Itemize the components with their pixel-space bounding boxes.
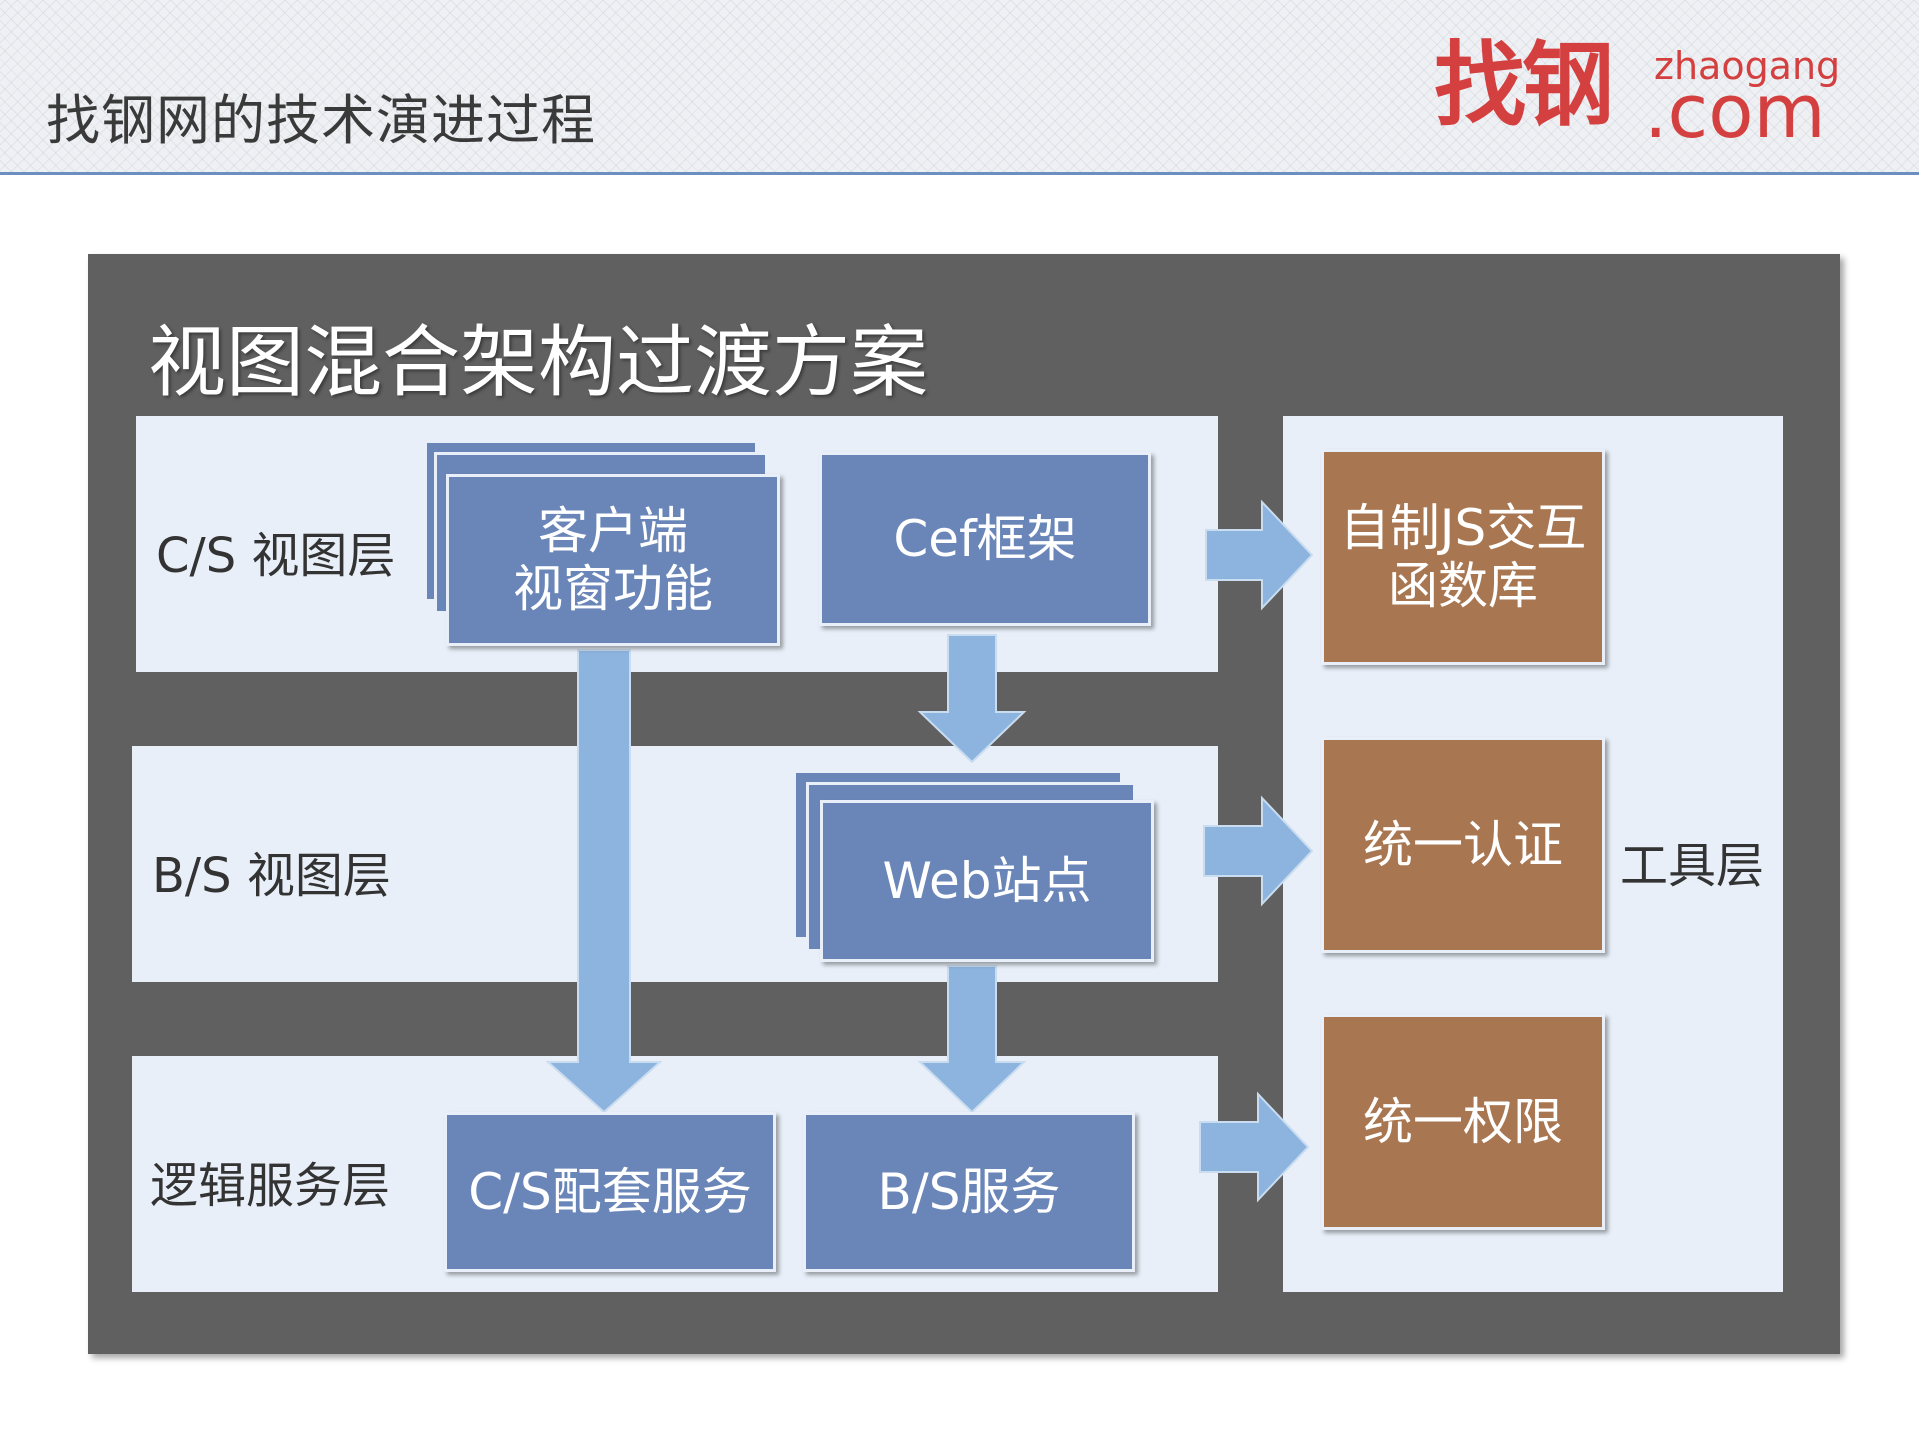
slide-header <box>0 0 1919 174</box>
client-window-box: 客户端 视窗功能 <box>446 474 780 646</box>
logo-pinyin: zhaogang <box>1654 44 1841 88</box>
js-interaction-lib-box: 自制JS交互 函数库 <box>1321 449 1605 665</box>
bs-view-layer-label: B/S 视图层 <box>152 848 391 904</box>
unified-auth-label: 统一认证 <box>1363 816 1563 874</box>
cs-view-layer-label: C/S 视图层 <box>156 528 396 584</box>
logic-layer-label: 逻辑服务层 <box>150 1158 391 1214</box>
slide-title: 找钢网的技术演进过程 <box>46 89 596 152</box>
web-site-box: Web站点 <box>820 800 1154 962</box>
js-lib-label-line2: 函数库 <box>1388 557 1538 615</box>
header-divider <box>0 172 1919 175</box>
cs-service-label: C/S配套服务 <box>468 1163 752 1221</box>
bs-service-label: B/S服务 <box>877 1163 1061 1221</box>
unified-auth-box: 统一认证 <box>1321 737 1605 953</box>
zhaogang-logo: 找钢 zhaogang .com <box>1434 32 1840 151</box>
logo-chinese: 找钢 <box>1434 32 1614 139</box>
client-window-label-line2: 视窗功能 <box>513 560 713 618</box>
unified-permission-label: 统一权限 <box>1363 1093 1563 1151</box>
unified-permission-box: 统一权限 <box>1321 1014 1605 1230</box>
cs-service-box: C/S配套服务 <box>444 1112 776 1272</box>
js-lib-label-line1: 自制JS交互 <box>1339 499 1587 557</box>
bs-service-box: B/S服务 <box>803 1112 1135 1272</box>
client-window-label-line1: 客户端 <box>538 502 688 560</box>
cef-framework-box: Cef框架 <box>819 452 1151 626</box>
cef-framework-label: Cef框架 <box>893 510 1077 568</box>
web-site-label: Web站点 <box>882 852 1092 910</box>
diagram-title: 视图混合架构过渡方案 <box>148 318 929 408</box>
tool-layer-label: 工具层 <box>1620 838 1765 894</box>
logo-domain: .com <box>1644 69 1826 155</box>
